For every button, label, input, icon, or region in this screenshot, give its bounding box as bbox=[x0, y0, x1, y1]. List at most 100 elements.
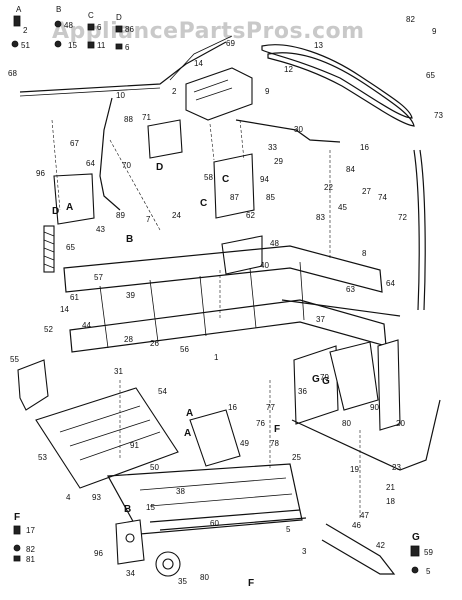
bolt-icon bbox=[13, 15, 21, 27]
callout-label: 39 bbox=[126, 291, 135, 300]
callout-label: 9 bbox=[265, 87, 270, 96]
callout-label: 27 bbox=[362, 187, 371, 196]
callout-label: 26 bbox=[150, 339, 159, 348]
letter-tag: D bbox=[52, 206, 59, 217]
callout-label: 68 bbox=[8, 69, 17, 78]
callout-label: 64 bbox=[386, 279, 395, 288]
callout-label: 13 bbox=[314, 41, 323, 50]
callout-label: 12 bbox=[284, 65, 293, 74]
callout-label: 80 bbox=[342, 419, 351, 428]
washer-icon bbox=[54, 40, 62, 48]
callout-label: 37 bbox=[316, 315, 325, 324]
callout-label: 55 bbox=[10, 355, 19, 364]
legend-b-item-2: 15 bbox=[68, 41, 77, 50]
washer-icon bbox=[411, 566, 419, 574]
callout-label: 60 bbox=[210, 519, 219, 528]
callout-label: 65 bbox=[66, 243, 75, 252]
callout-label: 54 bbox=[158, 387, 167, 396]
legend-f-item-3: 81 bbox=[26, 555, 35, 564]
callout-label: 8 bbox=[362, 249, 367, 258]
legend-g-letter: G bbox=[412, 532, 420, 543]
bolt-icon bbox=[13, 525, 21, 535]
legend-f-item-2: 82 bbox=[26, 545, 35, 554]
callout-label: 53 bbox=[38, 453, 47, 462]
callout-label: 76 bbox=[256, 419, 265, 428]
nut-icon bbox=[13, 555, 21, 562]
callout-label: 42 bbox=[376, 541, 385, 550]
callout-label: 16 bbox=[360, 143, 369, 152]
callout-label: 7 bbox=[146, 215, 151, 224]
letter-tag: B bbox=[126, 234, 133, 245]
legend-a-item-2: 51 bbox=[21, 41, 30, 50]
callout-label: 70 bbox=[122, 161, 131, 170]
callout-label: 35 bbox=[178, 577, 187, 586]
letter-tag: G bbox=[312, 374, 320, 385]
legend-top: A 2 51 B 48 15 C 6 11 D 86 6 bbox=[11, 5, 134, 52]
legend-g-item-1: 59 bbox=[424, 548, 433, 557]
callout-label: 82 bbox=[406, 15, 415, 24]
callout-label: 79 bbox=[320, 373, 329, 382]
callout-label: 15 bbox=[146, 503, 155, 512]
callout-label: 23 bbox=[392, 463, 401, 472]
callout-label: 78 bbox=[270, 439, 279, 448]
washer-icon bbox=[13, 544, 21, 552]
legend-group-d-letter: D bbox=[116, 13, 122, 22]
callout-label: 88 bbox=[124, 115, 133, 124]
legend-b-item-1: 48 bbox=[64, 21, 73, 30]
letter-tag: A bbox=[186, 408, 193, 419]
callout-label: 96 bbox=[94, 549, 103, 558]
callout-label: 22 bbox=[324, 183, 333, 192]
legend-d-item-1: 86 bbox=[125, 25, 134, 34]
callout-label: 45 bbox=[338, 203, 347, 212]
legend-c-item-2: 11 bbox=[97, 41, 106, 50]
callout-label: 71 bbox=[142, 113, 151, 122]
callout-label: 50 bbox=[150, 463, 159, 472]
callout-label: 5 bbox=[286, 525, 291, 534]
callout-label: 21 bbox=[386, 483, 395, 492]
callout-label: 94 bbox=[260, 175, 269, 184]
callout-label: 43 bbox=[96, 225, 105, 234]
callout-label: 14 bbox=[194, 59, 203, 68]
callout-label: 91 bbox=[130, 441, 139, 450]
callout-label: 63 bbox=[346, 285, 355, 294]
callout-label: 62 bbox=[246, 211, 255, 220]
callout-label: 47 bbox=[360, 511, 369, 520]
callout-label: 19 bbox=[350, 465, 359, 474]
callout-label: 65 bbox=[426, 71, 435, 80]
callout-label: 9 bbox=[432, 27, 437, 36]
washer-icon bbox=[11, 40, 19, 48]
connection-letter-tags: A B C D D C G F F G A A B bbox=[52, 162, 330, 589]
callout-label: 48 bbox=[270, 239, 279, 248]
callout-label: 28 bbox=[124, 335, 133, 344]
callout-label: 38 bbox=[176, 487, 185, 496]
letter-tag: C bbox=[222, 174, 229, 185]
callout-label: 67 bbox=[70, 139, 79, 148]
callout-label: 89 bbox=[116, 211, 125, 220]
legend-d-item-2: 6 bbox=[125, 43, 130, 52]
callout-label: 34 bbox=[126, 569, 135, 578]
callout-label: 74 bbox=[378, 193, 387, 202]
callout-label: 57 bbox=[94, 273, 103, 282]
callout-label: 46 bbox=[352, 521, 361, 530]
callout-label: 77 bbox=[266, 403, 275, 412]
callout-label: 40 bbox=[260, 261, 269, 270]
callout-label: 10 bbox=[116, 91, 125, 100]
callout-label: 58 bbox=[204, 173, 213, 182]
legend-group-b-letter: B bbox=[56, 5, 61, 14]
callout-label: 18 bbox=[386, 497, 395, 506]
callout-label: 85 bbox=[266, 193, 275, 202]
callout-labels: 82 9 13 12 65 68 69 14 2 10 9 88 71 67 6… bbox=[8, 15, 443, 586]
frame-drawing bbox=[17, 35, 441, 577]
legend-c-item-1: 6 bbox=[97, 23, 102, 32]
nut-icon bbox=[115, 25, 123, 33]
letter-tag: G bbox=[322, 376, 330, 387]
callout-label: 52 bbox=[44, 325, 53, 334]
letter-tag: B bbox=[124, 504, 131, 515]
callout-label: 14 bbox=[60, 305, 69, 314]
callout-label: 4 bbox=[66, 493, 71, 502]
callout-label: 49 bbox=[240, 439, 249, 448]
legend-g-item-2: 5 bbox=[426, 567, 431, 576]
callout-label: 20 bbox=[396, 419, 405, 428]
legend-bottom-f: F 17 82 81 bbox=[13, 512, 35, 564]
